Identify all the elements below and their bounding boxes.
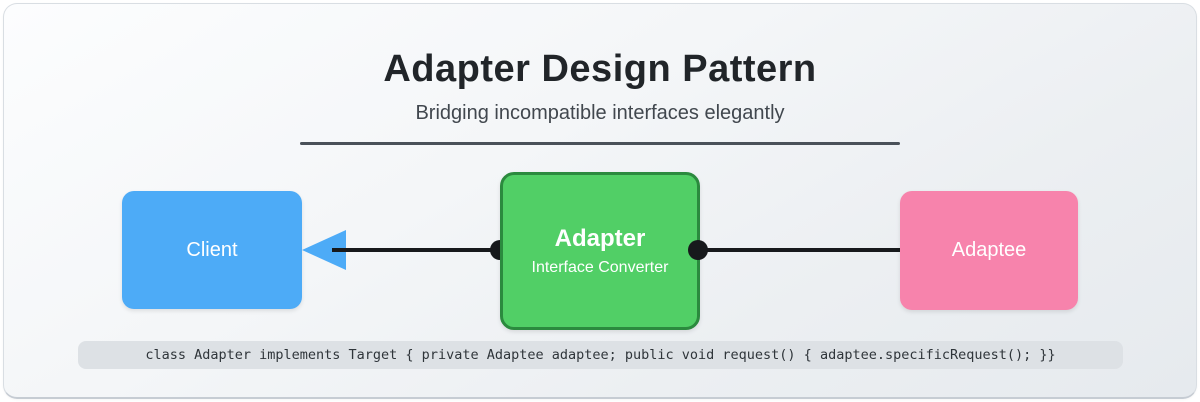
node-adaptee-label: Adaptee: [951, 239, 1027, 261]
connector-adapter-to-client: [332, 248, 500, 252]
code-snippet-text: class Adapter implements Target { privat…: [145, 347, 1056, 363]
page-subtitle: Bridging incompatible interfaces elegant…: [415, 102, 785, 124]
connector-dot-right: [688, 240, 708, 260]
node-adapter: Adapter Interface Converter: [500, 172, 700, 330]
connector-adapter-to-adaptee: [698, 248, 900, 252]
node-adapter-label: Adapter: [554, 225, 646, 252]
code-snippet-bar: class Adapter implements Target { privat…: [78, 341, 1123, 369]
node-client: Client: [122, 191, 302, 309]
page-title: Adapter Design Pattern: [383, 48, 817, 90]
node-adaptee: Adaptee: [900, 191, 1078, 310]
header-divider: [300, 142, 900, 145]
node-client-label: Client: [186, 238, 238, 261]
node-adapter-sublabel: Interface Converter: [531, 259, 669, 276]
